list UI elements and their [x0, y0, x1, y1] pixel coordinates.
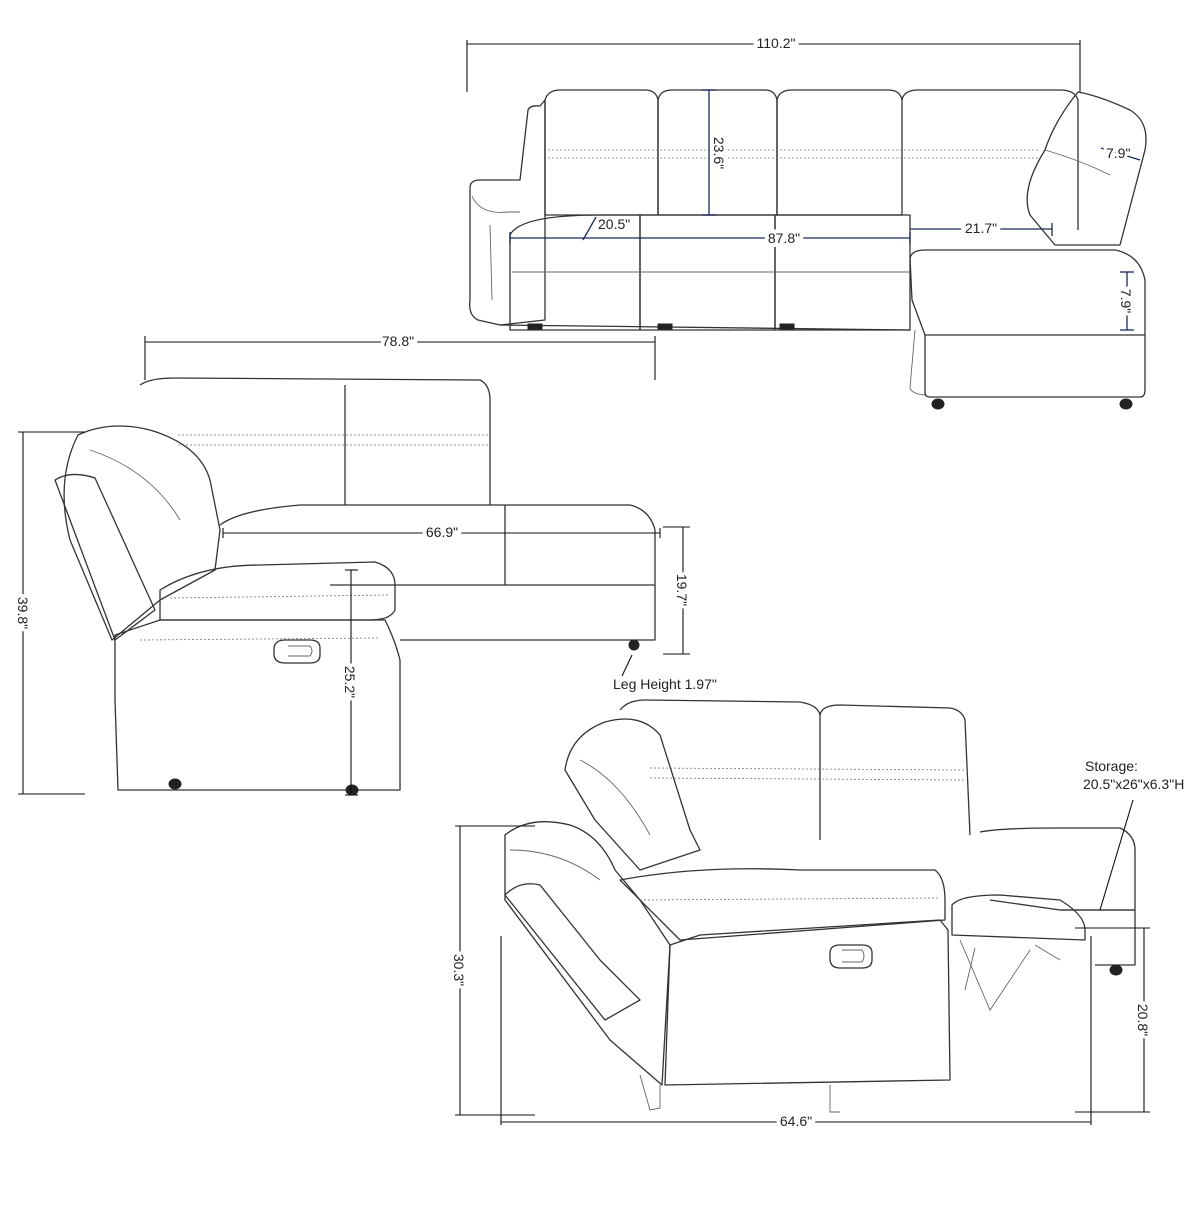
- storage-size-label: 20.5"x26"x6.3"H: [1083, 776, 1184, 792]
- total-height-label: 39.8": [15, 597, 31, 629]
- recline-height-label: 30.3": [451, 954, 467, 986]
- arm-width-label: 7.9": [1106, 145, 1130, 161]
- cushion-thickness-label: 7.9": [1118, 289, 1134, 313]
- leg-height-label: Leg Height 1.97": [613, 676, 717, 692]
- arm-height-label: 25.2": [342, 666, 358, 698]
- footrest-height-label: 20.8": [1135, 1004, 1151, 1036]
- storage-title-label: Storage:: [1085, 758, 1138, 774]
- reclined-view-dimension-lines: [455, 799, 1150, 1125]
- chaise-seat-width-label: 21.7": [965, 220, 997, 236]
- sectional-reclined-view: [504, 699, 1136, 1113]
- chaise-length-label: 66.9": [426, 524, 458, 540]
- front-view-dimension-lines: [466, 40, 1141, 331]
- total-width-label: 110.2": [757, 35, 796, 51]
- sectional-side-view: [54, 377, 656, 796]
- side-view-dimension-lines: [18, 336, 690, 796]
- seat-width-label: 87.8": [768, 230, 800, 246]
- seat-height-label: 19.7": [674, 574, 690, 606]
- seat-depth-label: 20.5": [598, 216, 630, 232]
- recline-depth-label: 64.6": [780, 1113, 812, 1129]
- sectional-front-view: [469, 89, 1147, 410]
- back-height-label: 23.6": [711, 137, 727, 169]
- side-total-depth-label: 78.8": [382, 333, 414, 349]
